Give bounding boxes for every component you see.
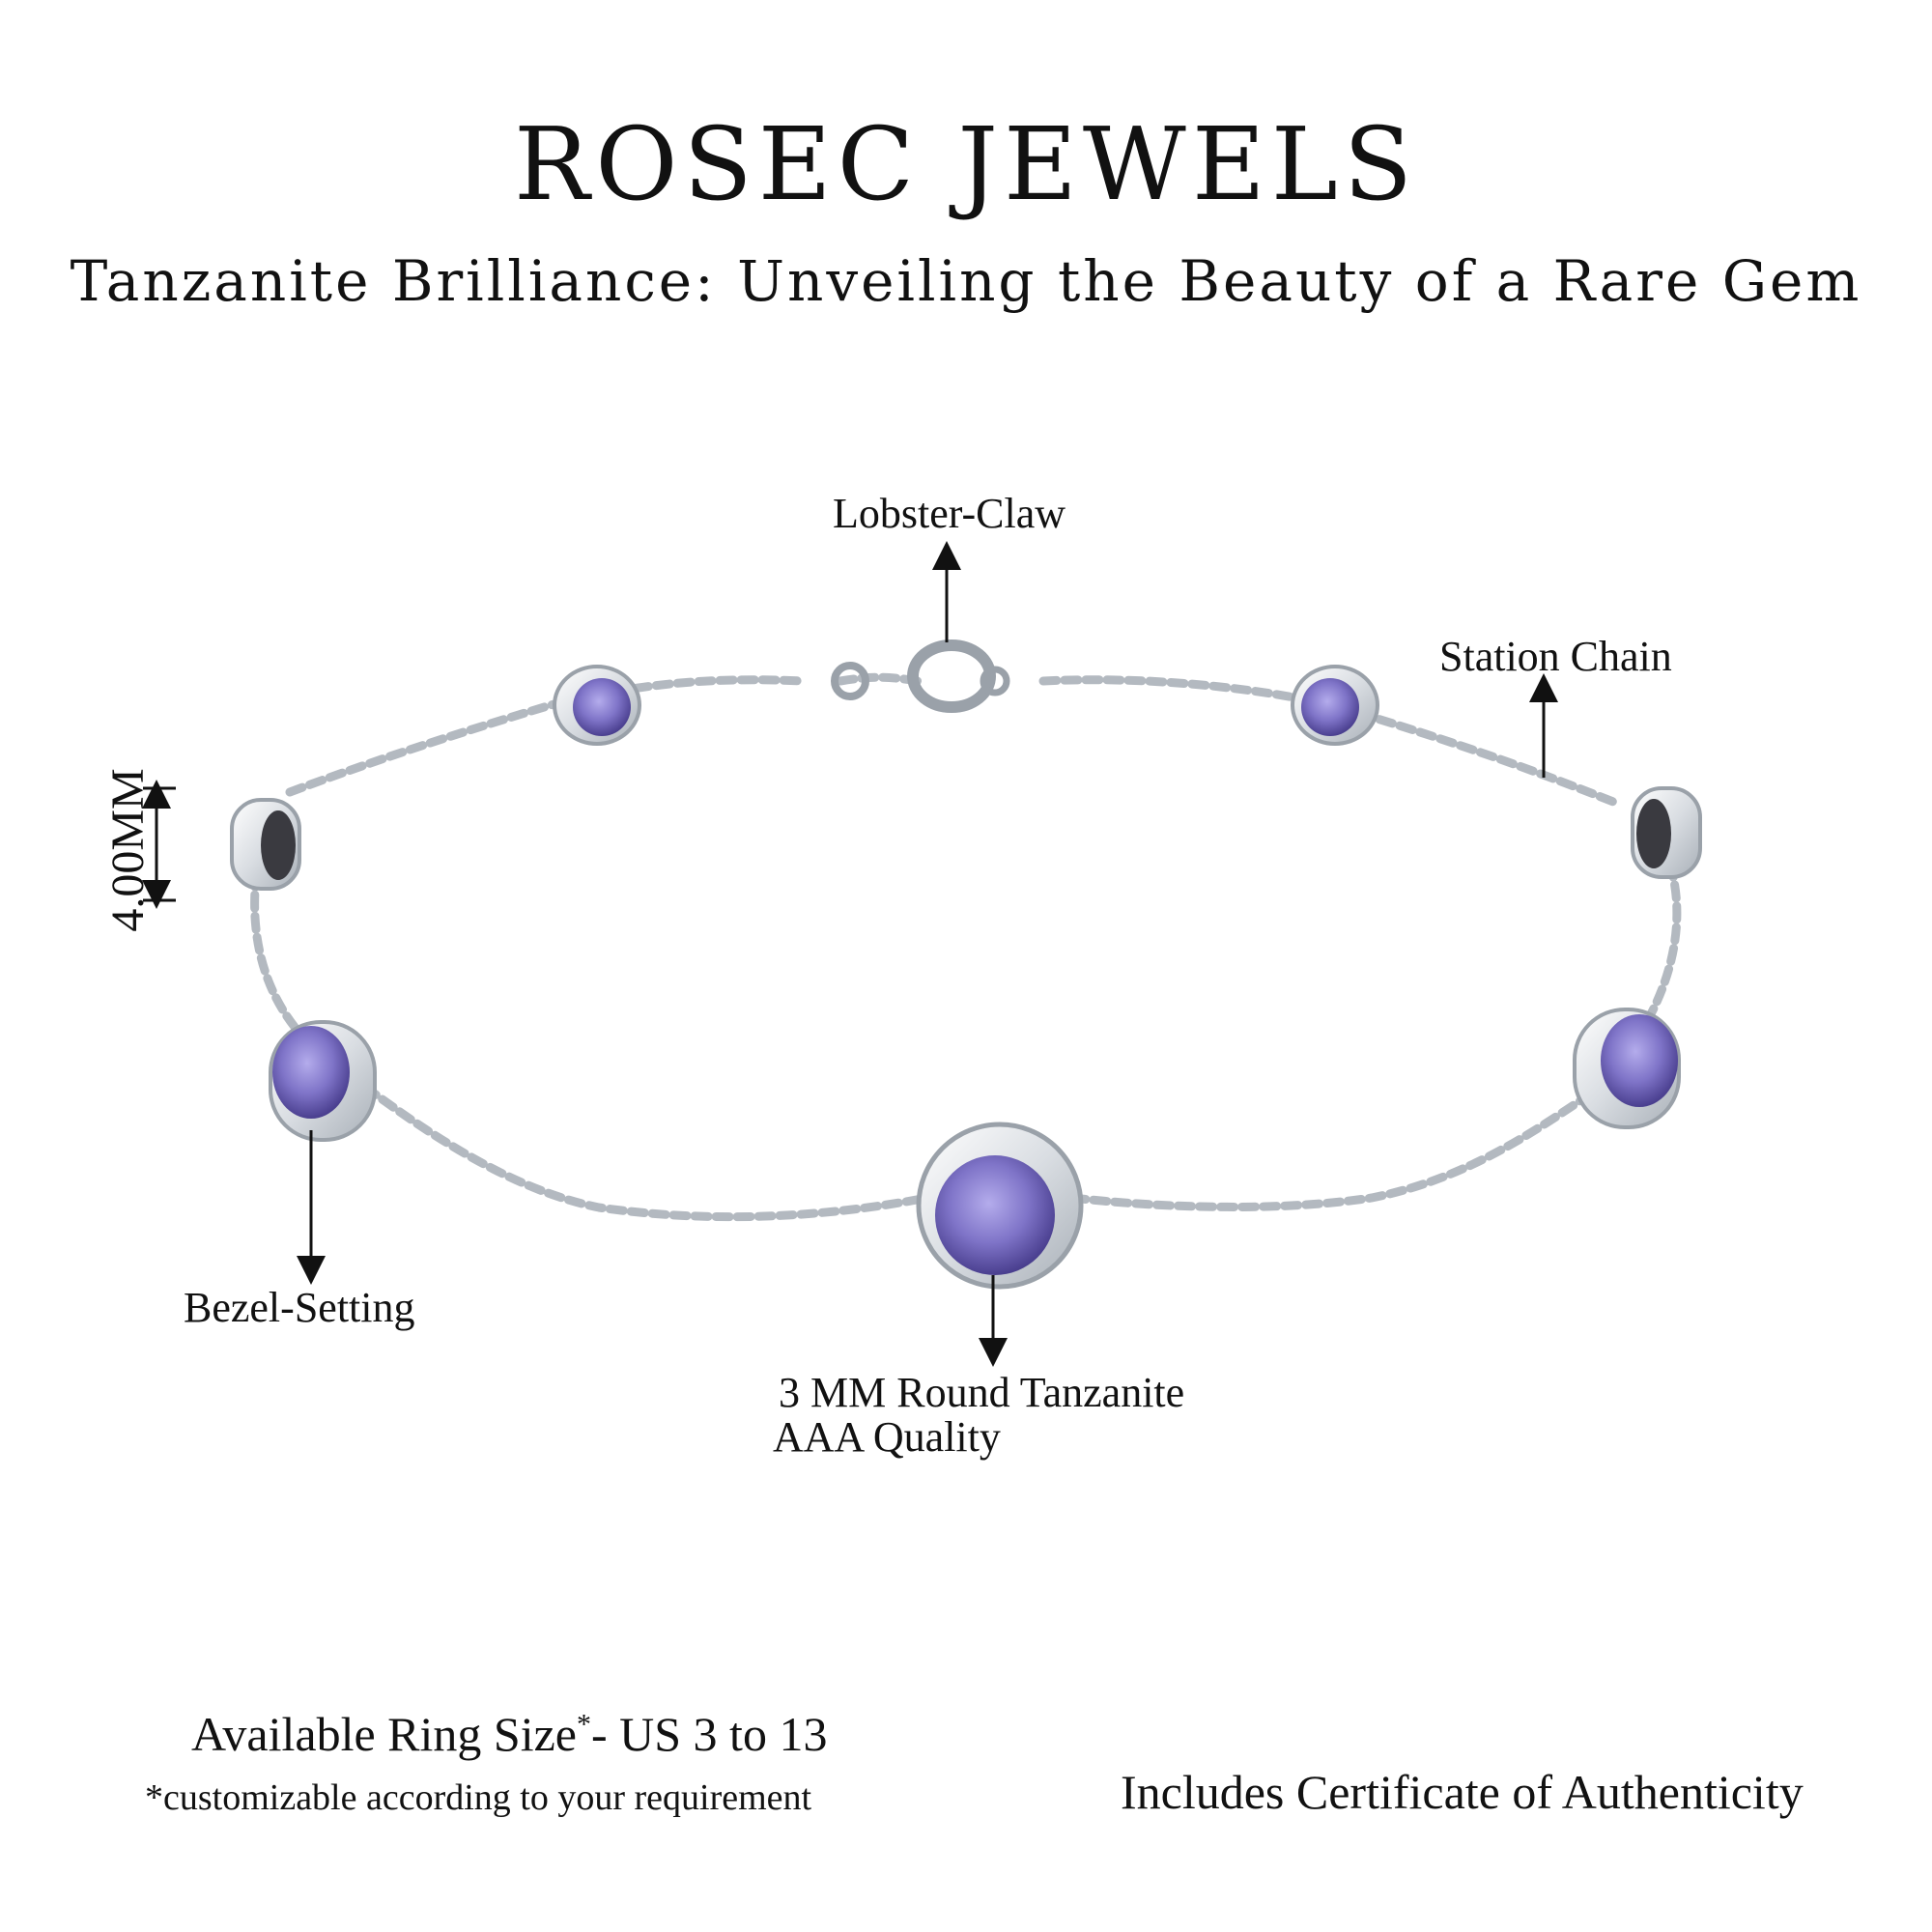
lobster-clasp [831, 639, 1010, 713]
certificate-note: Includes Certificate of Authenticity [1121, 1765, 1804, 1819]
bezel-station-left-2 [230, 798, 301, 891]
quality-label: AAA Quality [773, 1413, 1001, 1461]
ring-size-value: - US 3 to 13 [590, 1707, 828, 1761]
brand-title: ROSEC JEWELS [513, 105, 1419, 223]
bezel-station-left-1 [553, 665, 641, 746]
stone-label: 3 MM Round Tanzanite [779, 1369, 1185, 1416]
bezel-station-right-2 [1631, 786, 1702, 879]
bezel-station-left-3 [269, 1020, 377, 1142]
ring-size-asterisk: * [576, 1708, 591, 1741]
dimension-arrow-icon [142, 780, 176, 909]
page-subtitle: Tanzanite Brilliance: Unveiling the Beau… [70, 248, 1862, 314]
station-chain-label: Station Chain [1439, 633, 1672, 680]
bezel-setting-label: Bezel-Setting [184, 1284, 415, 1331]
chain [250, 672, 1682, 1222]
lobster-claw-label: Lobster-Claw [833, 490, 1066, 537]
bezel-station-right-3 [1573, 1008, 1681, 1129]
dimension-label: 4.00MM [102, 768, 154, 932]
bezel-station-right-1 [1291, 665, 1379, 746]
customizable-note: *customizable according to your requirem… [145, 1777, 812, 1818]
ring-size-line: Available Ring Size*- US 3 to 13 [191, 1710, 827, 1758]
bezel-station-center [916, 1122, 1084, 1290]
ring-size-prefix: Available Ring Size [191, 1707, 577, 1761]
